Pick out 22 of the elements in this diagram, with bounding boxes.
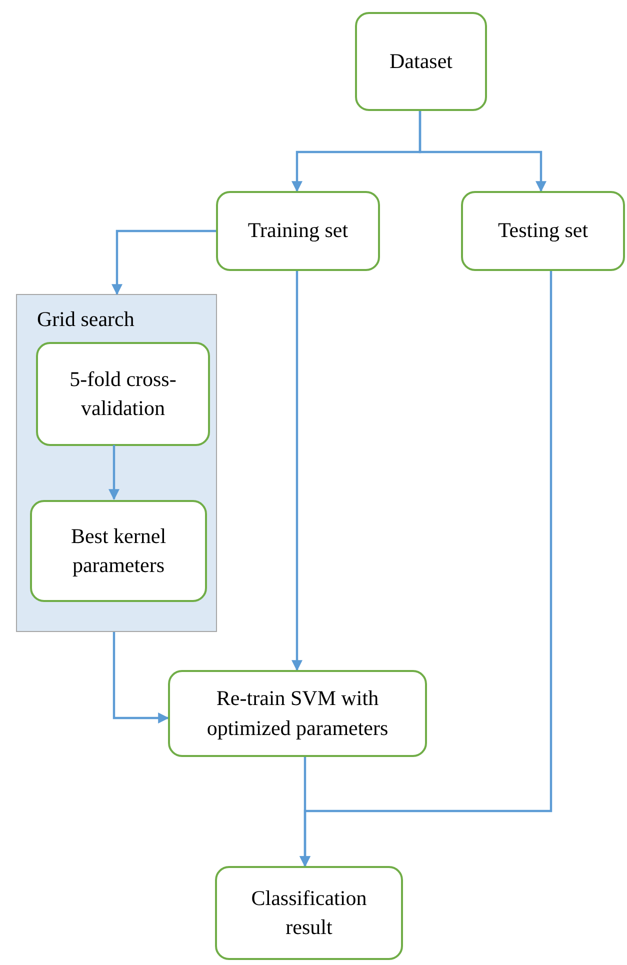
arrow [108, 445, 120, 500]
box-label: Re-train SVM with optimized parameters [206, 685, 390, 742]
panel-title: Grid search [37, 307, 134, 332]
process-box [36, 342, 210, 446]
arrow [418, 111, 546, 192]
box-label: Training set [248, 217, 348, 244]
box-label: Testing set [498, 217, 588, 244]
process-box [30, 500, 207, 602]
arrow [112, 632, 170, 724]
box-label: Dataset [390, 48, 452, 75]
box-label: Best kernel parameters [70, 522, 168, 579]
process-box [461, 191, 625, 271]
process-box [168, 670, 427, 757]
box-label: Classification result [250, 884, 368, 941]
process-box [355, 12, 487, 111]
box-label: 5-fold cross-validation [68, 366, 178, 422]
process-box [215, 866, 403, 960]
arrow [292, 271, 302, 672]
process-box [216, 191, 380, 271]
arrow [112, 230, 216, 296]
arrow [300, 271, 552, 868]
group-panel [16, 294, 217, 632]
